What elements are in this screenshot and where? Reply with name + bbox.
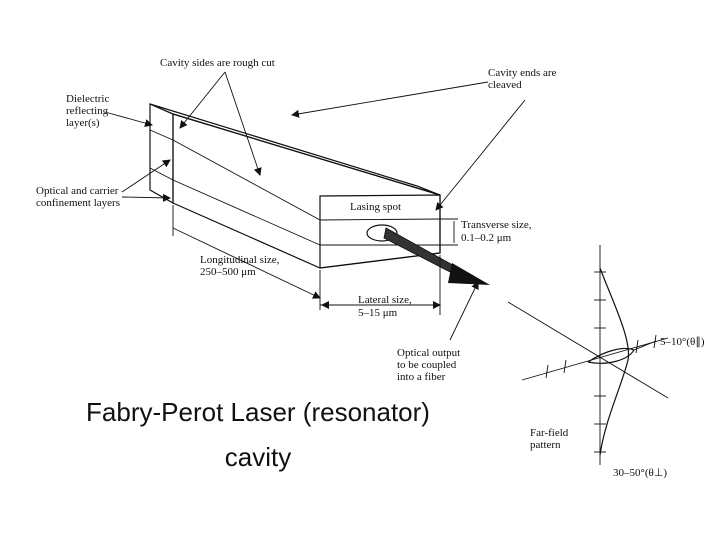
slide-title: Fabry-Perot Laser (resonator) cavity	[86, 397, 430, 472]
chip-end-face	[319, 194, 441, 269]
label-angle-perpendicular: 30–50°(θ⊥)	[613, 467, 667, 479]
label-transverse-2: 0.1–0.2 μm	[461, 232, 512, 244]
label-lateral-1: Lateral size,	[358, 294, 412, 306]
label-optical-output-2: to be coupled	[397, 359, 457, 371]
chip-left-face	[149, 103, 174, 205]
label-angle-parallel: 5–10°(θ∥)	[660, 336, 705, 348]
far-field-perpendicular-lobe	[599, 267, 630, 456]
label-farfield-1: Far-field	[530, 427, 569, 439]
output-beam	[383, 227, 490, 285]
label-cavity-ends-1: Cavity ends are	[488, 67, 557, 79]
slide-title-line-1: Fabry-Perot Laser (resonator)	[86, 397, 430, 427]
label-optical-output-3: into a fiber	[397, 371, 446, 383]
label-cavity-ends-2: cleaved	[488, 79, 522, 91]
diagram-labels: Cavity sides are rough cut Cavity ends a…	[36, 57, 705, 479]
label-transverse-1: Transverse size,	[461, 219, 532, 231]
label-confinement-2: confinement layers	[36, 197, 120, 209]
label-dielectric-3: layer(s)	[66, 117, 100, 129]
label-lasing-spot: Lasing spot	[350, 201, 401, 213]
label-cavity-sides: Cavity sides are rough cut	[160, 57, 275, 69]
label-dielectric-2: reflecting	[66, 105, 109, 117]
dimensions	[172, 205, 458, 315]
far-field-parallel-lobe	[587, 347, 635, 364]
active-layer-top	[319, 218, 441, 221]
label-dielectric-1: Dielectric	[66, 93, 109, 105]
label-longitudinal-2: 250–500 μm	[200, 266, 256, 278]
label-confinement-1: Optical and carrier	[36, 185, 119, 197]
label-farfield-2: pattern	[530, 439, 561, 451]
slide-title-line-2: cavity	[225, 442, 291, 472]
leader-lines	[104, 71, 526, 341]
label-lateral-2: 5–15 μm	[358, 307, 398, 319]
far-field-pattern	[507, 245, 669, 465]
label-longitudinal-1: Longitudinal size,	[200, 254, 280, 266]
label-optical-output-1: Optical output	[397, 347, 460, 359]
